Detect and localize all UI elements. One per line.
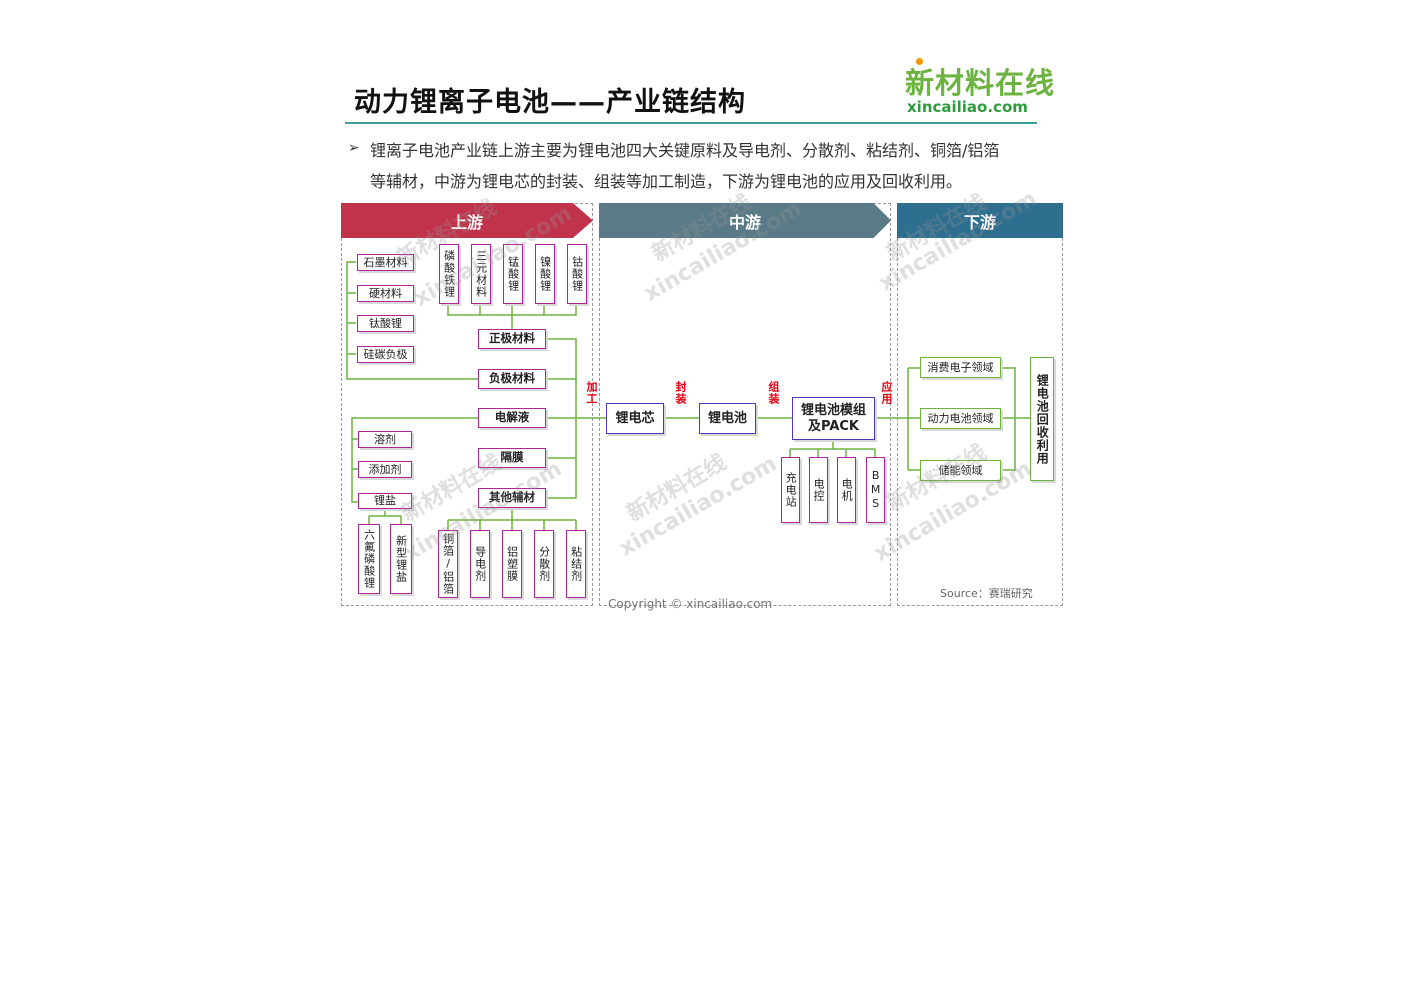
intro-line-2: 等辅材，中游为锂电芯的封装、组装等加工制造，下游为锂电池的应用及回收利用。	[370, 172, 963, 191]
auxiliary-option: 铜箔/铝箔	[438, 530, 458, 598]
cathode-materials-box: 正极材料	[478, 329, 546, 349]
anode-option: 硅碳负极	[357, 346, 414, 363]
electrolyte-part: 锂盐	[358, 493, 412, 509]
source-note: Source：赛瑞研究	[940, 587, 1033, 600]
electrolyte-part: 添加剂	[358, 461, 412, 478]
pack-component: 电控	[809, 457, 828, 523]
process-label-packaging: 封装	[674, 381, 687, 405]
process-label-assembly: 组装	[767, 381, 780, 405]
separator-box: 隔膜	[478, 448, 546, 468]
logo-url: xincailiao.com	[907, 98, 1028, 116]
logo-text: 新材料在线	[905, 66, 1056, 100]
application-storage: 储能领域	[920, 460, 1001, 481]
title-underline	[345, 122, 1037, 124]
electrolyte-box: 电解液	[478, 408, 546, 428]
battery-box: 锂电池	[699, 403, 756, 434]
auxiliary-option: 粘结剂	[566, 530, 586, 598]
cathode-option: 三元材料	[471, 244, 491, 304]
midstream-header: 中游	[599, 203, 891, 238]
pack-component: BMS	[866, 457, 885, 523]
electrolyte-part: 溶剂	[358, 431, 412, 448]
upstream-header: 上游	[341, 203, 593, 238]
pack-component: 电机	[837, 457, 856, 523]
cathode-option: 镍酸锂	[535, 244, 555, 304]
anode-materials-box: 负极材料	[478, 369, 546, 389]
recycling-box: 锂电池回收利用	[1030, 357, 1054, 481]
anode-option: 硬材料	[357, 285, 414, 302]
copyright-note: Copyright © xincailiao.com	[608, 597, 773, 611]
battery-cell-box: 锂电芯	[606, 403, 664, 434]
lithium-salt-option: 六氟磷酸锂	[358, 524, 380, 594]
auxiliary-option: 铝塑膜	[502, 530, 522, 598]
auxiliary-option: 分散剂	[534, 530, 554, 598]
cathode-option: 磷酸铁锂	[439, 244, 459, 304]
application-power: 动力电池领域	[920, 408, 1001, 429]
process-label-application: 应用	[880, 381, 893, 405]
application-consumer: 消费电子领域	[920, 357, 1001, 378]
other-auxiliary-box: 其他辅材	[478, 488, 546, 508]
anode-option: 钛酸锂	[357, 315, 414, 332]
battery-pack-box: 锂电池模组及PACK	[792, 397, 875, 440]
process-label-processing: 加工	[585, 381, 598, 405]
downstream-header: 下游	[897, 203, 1063, 238]
page-title: 动力锂离子电池——产业链结构	[354, 87, 746, 118]
intro-line-1: 锂离子电池产业链上游主要为锂电池四大关键原料及导电剂、分散剂、粘结剂、铜箔/铝箔	[370, 141, 1000, 160]
bullet-icon: ➢	[348, 140, 360, 156]
logo-dot	[916, 58, 923, 65]
cathode-option: 锰酸锂	[503, 244, 523, 304]
pack-component: 充电站	[781, 457, 800, 523]
auxiliary-option: 导电剂	[470, 530, 490, 598]
cathode-option: 钴酸锂	[567, 244, 587, 304]
anode-option: 石墨材料	[357, 254, 414, 271]
lithium-salt-option: 新型锂盐	[390, 524, 412, 594]
